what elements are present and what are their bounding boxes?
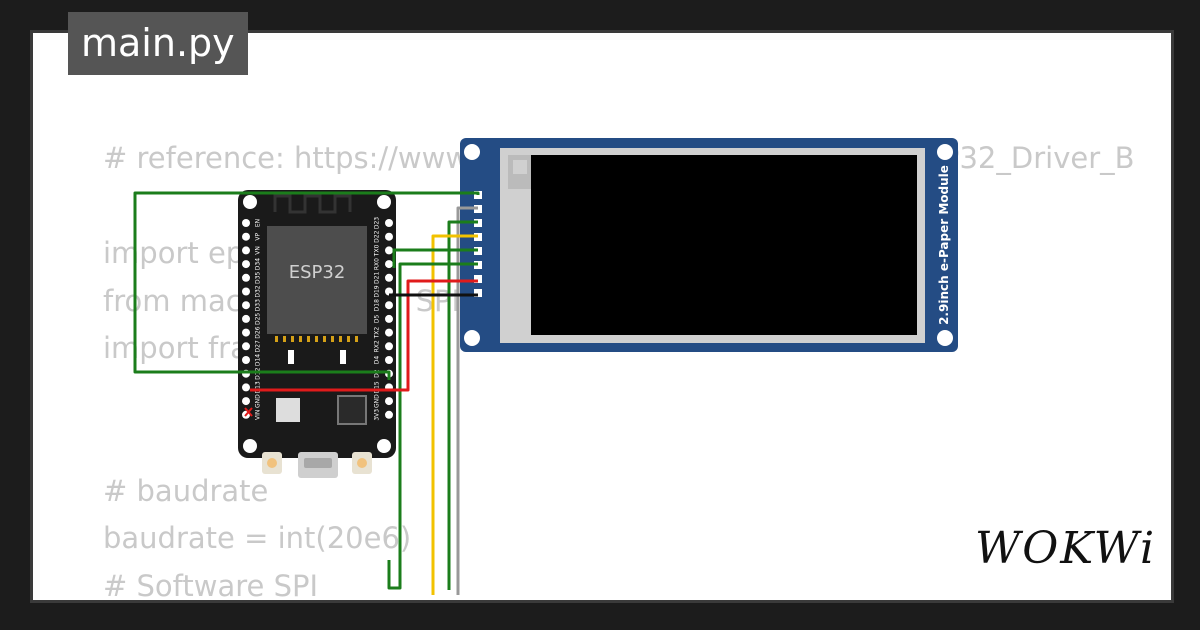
pin-label: D4	[374, 356, 381, 365]
code-line: # Software SPI	[103, 568, 319, 600]
pin-label: D34	[255, 258, 262, 270]
epaper-pin[interactable]	[474, 275, 482, 283]
pin-label: D13	[255, 381, 262, 393]
pin-label: TX0	[374, 244, 381, 257]
wire-yellow-cs[interactable]	[431, 234, 478, 595]
code-line: baudrate = int(20e6)	[103, 521, 412, 555]
wire-gray-din[interactable]	[456, 206, 478, 595]
mount-hole	[937, 144, 953, 160]
mount-hole	[464, 144, 480, 160]
antenna-trace	[273, 194, 352, 214]
module-castellations	[275, 336, 358, 342]
pin-label: GND	[255, 394, 262, 408]
esp32-chip-label: ESP32	[289, 262, 346, 283]
pin-label: D27	[255, 340, 262, 352]
voltage-regulator	[276, 398, 300, 422]
pin-label: D33	[255, 299, 262, 311]
mount-hole	[377, 195, 391, 209]
smd-part	[288, 350, 294, 364]
pin-3v3[interactable]	[385, 410, 393, 419]
smd-part	[340, 350, 346, 364]
pin-label: D15	[374, 381, 381, 393]
usb-serial-chip	[337, 395, 367, 425]
pin-label: VN	[255, 246, 262, 255]
pin-label: D35	[255, 271, 262, 283]
pin-d5[interactable]	[385, 314, 393, 323]
pin-label: RX0	[374, 258, 381, 270]
pin-d27[interactable]	[242, 342, 250, 351]
boot-button-cap	[357, 458, 367, 468]
mount-hole	[377, 439, 391, 453]
epaper-module-label: 2.9inch e-Paper Module	[937, 165, 951, 325]
pin-label: D23	[374, 217, 381, 229]
pin-label: D12	[255, 367, 262, 379]
pin-d14[interactable]	[242, 356, 250, 364]
pin-label: D19	[374, 285, 381, 297]
pin-label: D21	[374, 271, 381, 283]
pin-tx2[interactable]	[385, 328, 393, 337]
pin-label: D26	[255, 326, 262, 338]
code-line: # baudrate	[103, 473, 269, 508]
pin-gnd[interactable]	[242, 397, 250, 406]
pin-d26[interactable]	[242, 328, 250, 337]
pin-rx0[interactable]	[385, 260, 393, 269]
pin-vp[interactable]	[242, 232, 250, 241]
pin-label: VP	[255, 232, 262, 240]
pin-label: 3V3	[374, 409, 381, 421]
pin-d34[interactable]	[242, 260, 250, 269]
pin-label: D5	[374, 314, 381, 323]
pin-label: EN	[255, 219, 262, 227]
epaper-module[interactable]: 2.9inch e-Paper Module	[460, 138, 958, 352]
mount-hole	[243, 195, 257, 209]
code-panel: # reference: https://www.waveshare.com/w…	[33, 33, 1171, 600]
pin-d21[interactable]	[385, 273, 393, 282]
pin-d32[interactable]	[242, 287, 250, 296]
pin-d23[interactable]	[385, 219, 393, 227]
wire-red-end	[244, 407, 253, 417]
pin-label: D25	[255, 313, 262, 325]
pin-gnd[interactable]	[385, 397, 393, 406]
pin-label: GND	[374, 394, 381, 408]
pin-d18[interactable]	[385, 301, 393, 310]
pin-d13[interactable]	[242, 383, 250, 392]
pin-label: D22	[374, 230, 381, 242]
mount-hole	[937, 330, 953, 346]
wire-green-clk[interactable]	[447, 220, 478, 590]
pin-vn[interactable]	[242, 246, 250, 255]
mount-hole	[464, 330, 480, 346]
wires	[133, 191, 480, 595]
pin-tx0[interactable]	[385, 246, 393, 255]
esp32-board[interactable]: ESP32 ENVPVND34D35D32D33D25D26D27D14D12D…	[238, 190, 396, 478]
epaper-pin[interactable]	[474, 289, 482, 297]
esp32-module-shield	[267, 226, 367, 334]
wire-green-busy[interactable]	[133, 191, 480, 380]
pin-d33[interactable]	[242, 301, 250, 310]
pin-d25[interactable]	[242, 314, 250, 323]
flex-connector-window	[513, 160, 527, 174]
file-tab-main-py[interactable]: main.py	[68, 12, 248, 75]
pin-label: D18	[374, 299, 381, 311]
pin-label: D32	[255, 285, 262, 297]
pin-d35[interactable]	[242, 273, 250, 282]
pin-label: RX2	[374, 340, 381, 352]
wokwi-logo: WOKWi	[975, 523, 1157, 574]
pin-rx2[interactable]	[385, 342, 393, 351]
pin-label: VIN	[255, 410, 262, 420]
pin-d4[interactable]	[385, 356, 393, 364]
wire-green-dc[interactable]	[392, 248, 478, 268]
pin-d22[interactable]	[385, 232, 393, 241]
en-button-cap	[267, 458, 277, 468]
pin-label: D14	[255, 354, 262, 366]
usb-port-slot	[304, 458, 332, 468]
epaper-screen	[531, 155, 917, 335]
wire-red-vcc[interactable]	[250, 279, 478, 392]
pin-label: TX2	[374, 327, 381, 340]
mount-hole	[243, 439, 257, 453]
pin-en[interactable]	[242, 219, 250, 227]
right-pin-header: D23D22TX0RX0D21D19D18D5TX2RX2D4D2D15GND3…	[374, 217, 393, 421]
wire-green-rst[interactable]	[387, 262, 478, 590]
pin-label: D2	[374, 369, 381, 378]
